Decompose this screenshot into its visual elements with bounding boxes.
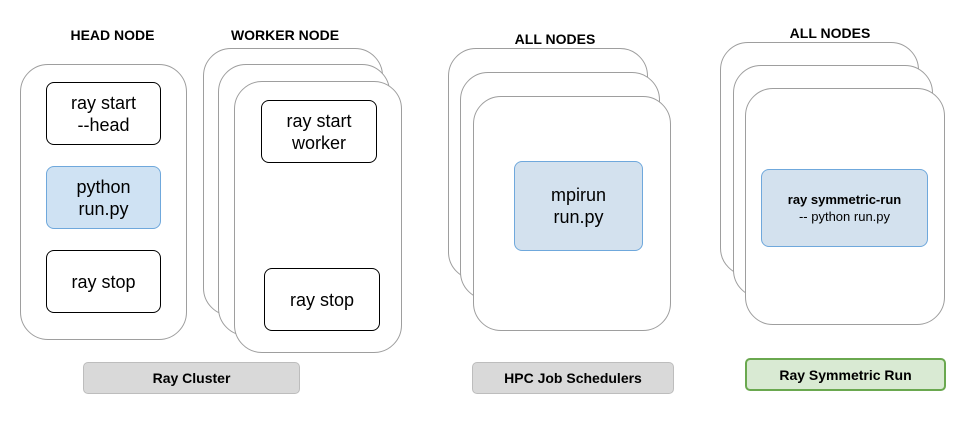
symmetric-run-box: ray symmetric-run -- python run.py (761, 169, 928, 247)
ray-start-worker-box: ray start worker (261, 100, 377, 163)
header-all-nodes-symmetric: ALL NODES (789, 25, 871, 41)
hpc-job-schedulers-label-text: HPC Job Schedulers (504, 370, 642, 386)
symmetric-run-subcommand: -- python run.py (798, 209, 891, 224)
ray-start-worker-text: ray start worker (286, 110, 352, 153)
ray-cluster-label-text: Ray Cluster (152, 370, 231, 386)
header-head-node: HEAD NODE (70, 27, 155, 43)
ray-symmetric-run-label-text: Ray Symmetric Run (779, 366, 912, 383)
mpirun-text: mpirun run.py (550, 185, 607, 227)
header-worker-node: WORKER NODE (230, 27, 340, 43)
python-run-text: python run.py (76, 176, 131, 219)
ray-cluster-label: Ray Cluster (83, 362, 300, 394)
ray-stop-head-text: ray stop (71, 271, 136, 292)
header-all-nodes-hpc: ALL NODES (514, 31, 596, 47)
ray-start-head-box: ray start --head (46, 82, 161, 145)
ray-symmetric-run-label: Ray Symmetric Run (745, 358, 946, 391)
ray-stop-head-box: ray stop (46, 250, 161, 313)
symmetric-run-command: ray symmetric-run (787, 192, 902, 207)
python-run-box: python run.py (46, 166, 161, 229)
ray-stop-worker-box: ray stop (264, 268, 380, 331)
mpirun-box: mpirun run.py (514, 161, 643, 251)
hpc-job-schedulers-label: HPC Job Schedulers (472, 362, 674, 394)
ray-stop-worker-text: ray stop (289, 289, 355, 310)
ray-start-head-text: ray start --head (70, 92, 136, 135)
